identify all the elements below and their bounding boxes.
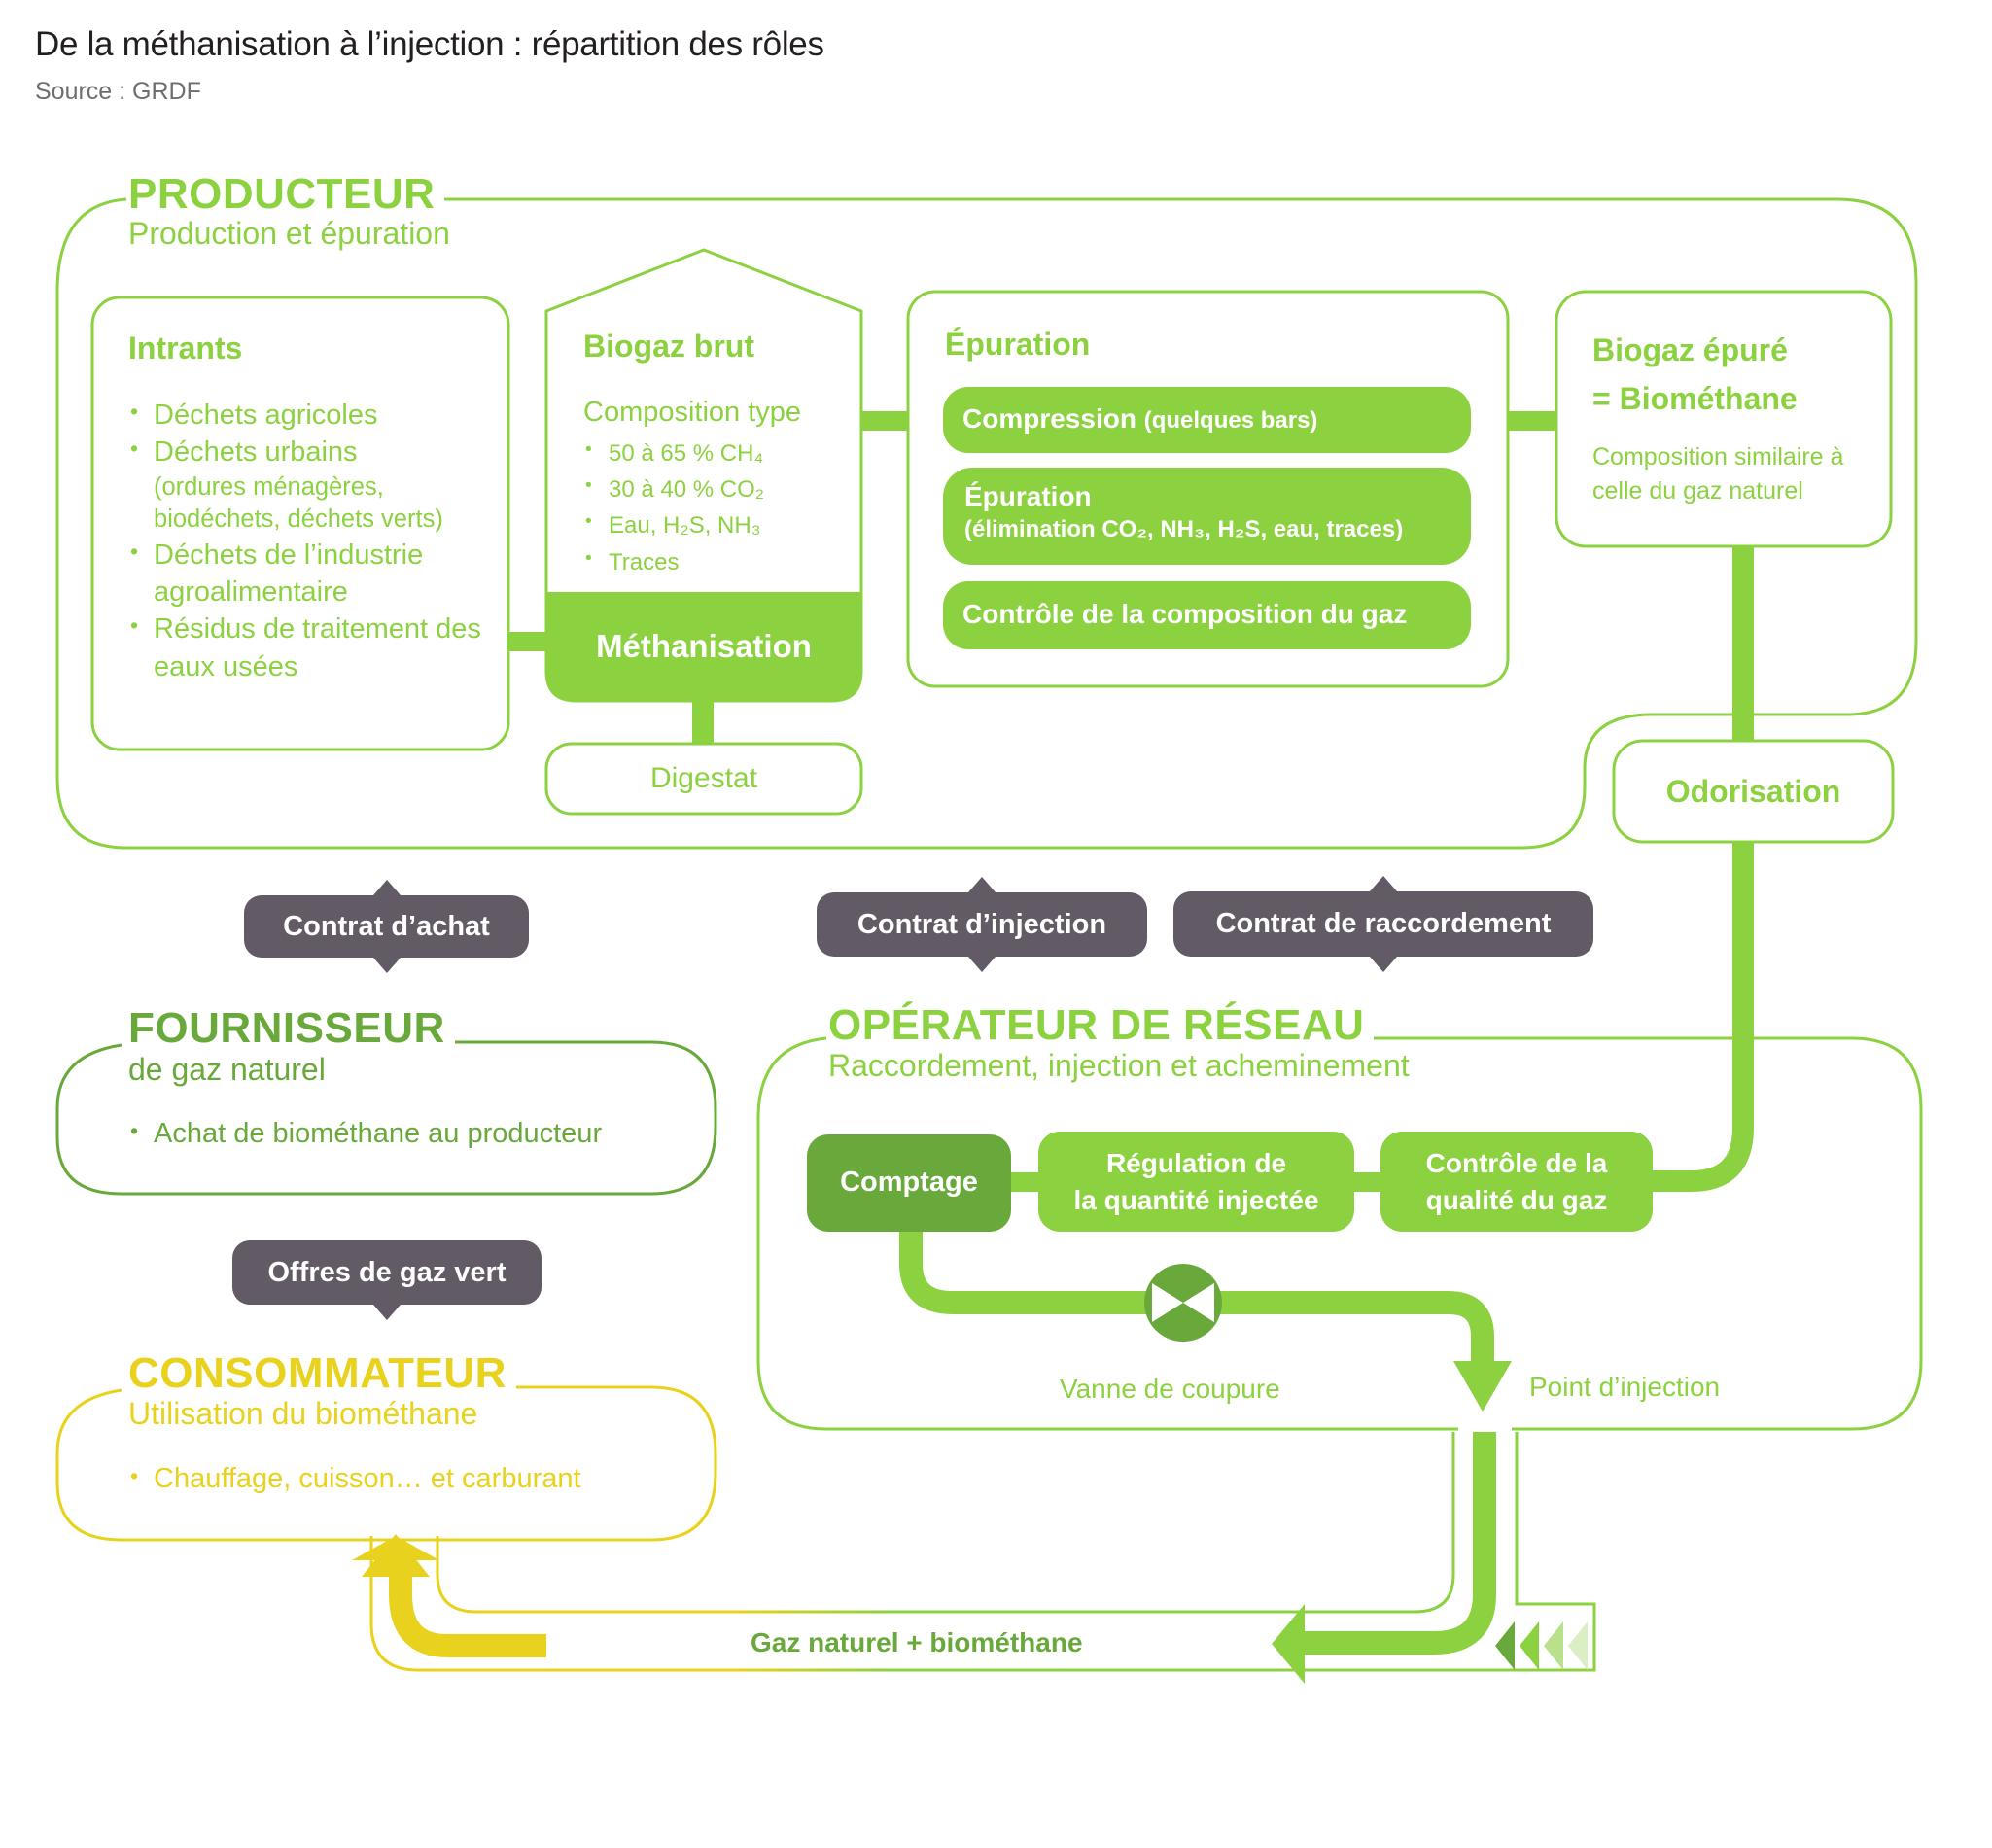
intrants-item-label: Résidus de traitement des eaux usées <box>154 613 481 682</box>
composition-item: Eau, H₂S, NH₃ <box>583 507 764 543</box>
fournisseur-subtitle: de gaz naturel <box>128 1052 326 1087</box>
composition-item: 50 à 65 % CH₄ <box>583 436 764 471</box>
producteur-title: PRODUCTEUR <box>128 170 445 220</box>
odorisation-label: Odorisation <box>1665 773 1841 809</box>
contrat-injection-badge: Contrat d’injection <box>817 877 1147 972</box>
pipe-regulation-controle <box>1354 1172 1380 1192</box>
pipe-epuration-biomethane <box>1508 411 1556 431</box>
pipe-methanisation-digestat <box>692 701 714 745</box>
epuration-title: Épuration <box>945 327 1091 362</box>
step-detail: (quelques bars) <box>1143 407 1318 434</box>
diagram-title: De la méthanisation à l’injection : répa… <box>35 25 824 63</box>
intrants-item: Résidus de traitement des eaux usées <box>128 610 498 685</box>
comptage-label: Comptage <box>840 1167 978 1199</box>
fournisseur-frame <box>55 1040 717 1196</box>
contrat-achat-badge: Contrat d’achat <box>244 880 529 973</box>
controle-qualite-label: Contrôle de la qualité du gaz <box>1380 1132 1653 1232</box>
injection-point-label: Point d’injection <box>1529 1372 1721 1402</box>
intrants-title: Intrants <box>128 331 243 366</box>
source-label: Source : GRDF <box>35 78 201 105</box>
epuration-step-epuration: Épuration (élimination CO₂, NH₃, H₂S, ea… <box>964 481 1403 543</box>
operateur-title: OPÉRATEUR DE RÉSEAU <box>828 1001 1375 1051</box>
intrants-item: Déchets urbains(ordures ménagères, biodé… <box>128 434 498 537</box>
pipe-odorisation-controle <box>1643 842 1754 1192</box>
pipe-comptage-regulation <box>1011 1172 1038 1192</box>
producteur-frame <box>55 197 1918 850</box>
intrants-item-label: Déchets agricoles <box>154 400 378 431</box>
biomethane-title: Biogaz épuré = Biométhane <box>1592 327 1798 423</box>
composition-item: 30 à 40 % CO₂ <box>583 471 764 507</box>
controle-qualite-bg <box>1380 1132 1653 1232</box>
biomethane-title-line2: = Biométhane <box>1592 380 1798 416</box>
valve-icon <box>1144 1264 1222 1342</box>
intrants-list: Déchets agricoles Déchets urbains(ordure… <box>128 397 498 685</box>
regulation-line1: Régulation de <box>1105 1147 1287 1178</box>
operateur-frame <box>756 1036 1923 1431</box>
regulation-bg <box>1038 1132 1354 1232</box>
consommateur-frame <box>55 1385 717 1542</box>
epuration-step-3-bg <box>943 581 1471 649</box>
network-pipe-outline <box>369 1432 1596 1672</box>
pipe-comptage-injection <box>899 1232 1494 1369</box>
intrants-item-detail: (ordures ménagères, biodéchets, déchets … <box>154 472 443 534</box>
intrants-item-label: Déchets urbains <box>154 436 358 469</box>
composition-list: 50 à 65 % CH₄ 30 à 40 % CO₂ Eau, H₂S, NH… <box>583 436 764 580</box>
network-flow-label: Gaz naturel + biométhane <box>751 1627 1083 1657</box>
operateur-subtitle: Raccordement, injection et acheminement <box>828 1048 1410 1083</box>
digestat-box <box>544 742 863 816</box>
controle-line1: Contrôle de la <box>1425 1147 1608 1178</box>
methanisation-label: Méthanisation <box>596 628 812 665</box>
consommateur-arrow-head-icon <box>362 1534 430 1577</box>
network-flow-arrow-icon <box>1272 1604 1305 1684</box>
step-label: Compression <box>962 403 1136 434</box>
consommateur-subtitle: Utilisation du biométhane <box>128 1396 478 1431</box>
biomethane-description: Composition similaire à celle du gaz nat… <box>1592 443 1844 505</box>
regulation-label: Régulation de la quantité injectée <box>1038 1132 1354 1232</box>
controle-line2: qualité du gaz <box>1425 1184 1608 1215</box>
injection-point-arrow-icon <box>1453 1361 1512 1412</box>
epuration-step-controle: Contrôle de la composition du gaz <box>962 599 1408 629</box>
digestat-label: Digestat <box>649 761 758 794</box>
consommateur-item: Chauffage, cuisson… et carburant <box>128 1463 581 1495</box>
regulation-line2: la quantité injectée <box>1073 1184 1319 1215</box>
fournisseur-title: FOURNISSEUR <box>128 1004 455 1054</box>
pipe-intrants-methanisation <box>508 632 547 651</box>
network-flow-yellow <box>389 1560 546 1657</box>
epuration-step-1-bg <box>943 387 1471 453</box>
consommateur-title: CONSOMMATEUR <box>128 1349 516 1399</box>
intrants-item: Déchets de l’industrie agroalimentaire <box>128 537 498 611</box>
epuration-step-compression: Compression (quelques bars) <box>962 403 1317 435</box>
intrants-item: Déchets agricoles <box>128 397 498 434</box>
biogaz-brut-title: Biogaz brut <box>583 329 754 364</box>
biomethane-title-line1: Biogaz épuré <box>1592 332 1788 367</box>
step-detail: (élimination CO₂, NH₃, H₂S, eau, traces) <box>964 516 1404 543</box>
contrat-raccordement-badge: Contrat de raccordement <box>1173 876 1593 972</box>
pipe-biomethane-odorisation <box>1732 546 1754 744</box>
step-label: Épuration <box>964 481 1092 511</box>
fournisseur-list: Achat de biométhane au producteur <box>128 1118 602 1150</box>
consommateur-list: Chauffage, cuisson… et carburant <box>128 1463 581 1495</box>
pipe-biogaz-epuration <box>861 411 908 431</box>
network-chevrons-icon <box>1495 1621 1588 1670</box>
network-flow-green <box>1303 1432 1496 1655</box>
producteur-subtitle: Production et épuration <box>128 216 450 251</box>
methanisation-band <box>546 592 861 701</box>
comptage-bg <box>807 1134 1011 1232</box>
valve-label: Vanne de coupure <box>1060 1374 1280 1404</box>
composition-label: Composition type <box>583 397 802 428</box>
epuration-step-2-bg <box>943 468 1471 565</box>
composition-item: Traces <box>583 544 764 580</box>
biomethane-box <box>1555 290 1893 548</box>
offres-gaz-vert-badge: Offres de gaz vert <box>232 1240 542 1320</box>
intrants-item-label: Déchets de l’industrie agroalimentaire <box>154 539 424 609</box>
fournisseur-item: Achat de biométhane au producteur <box>128 1118 602 1150</box>
